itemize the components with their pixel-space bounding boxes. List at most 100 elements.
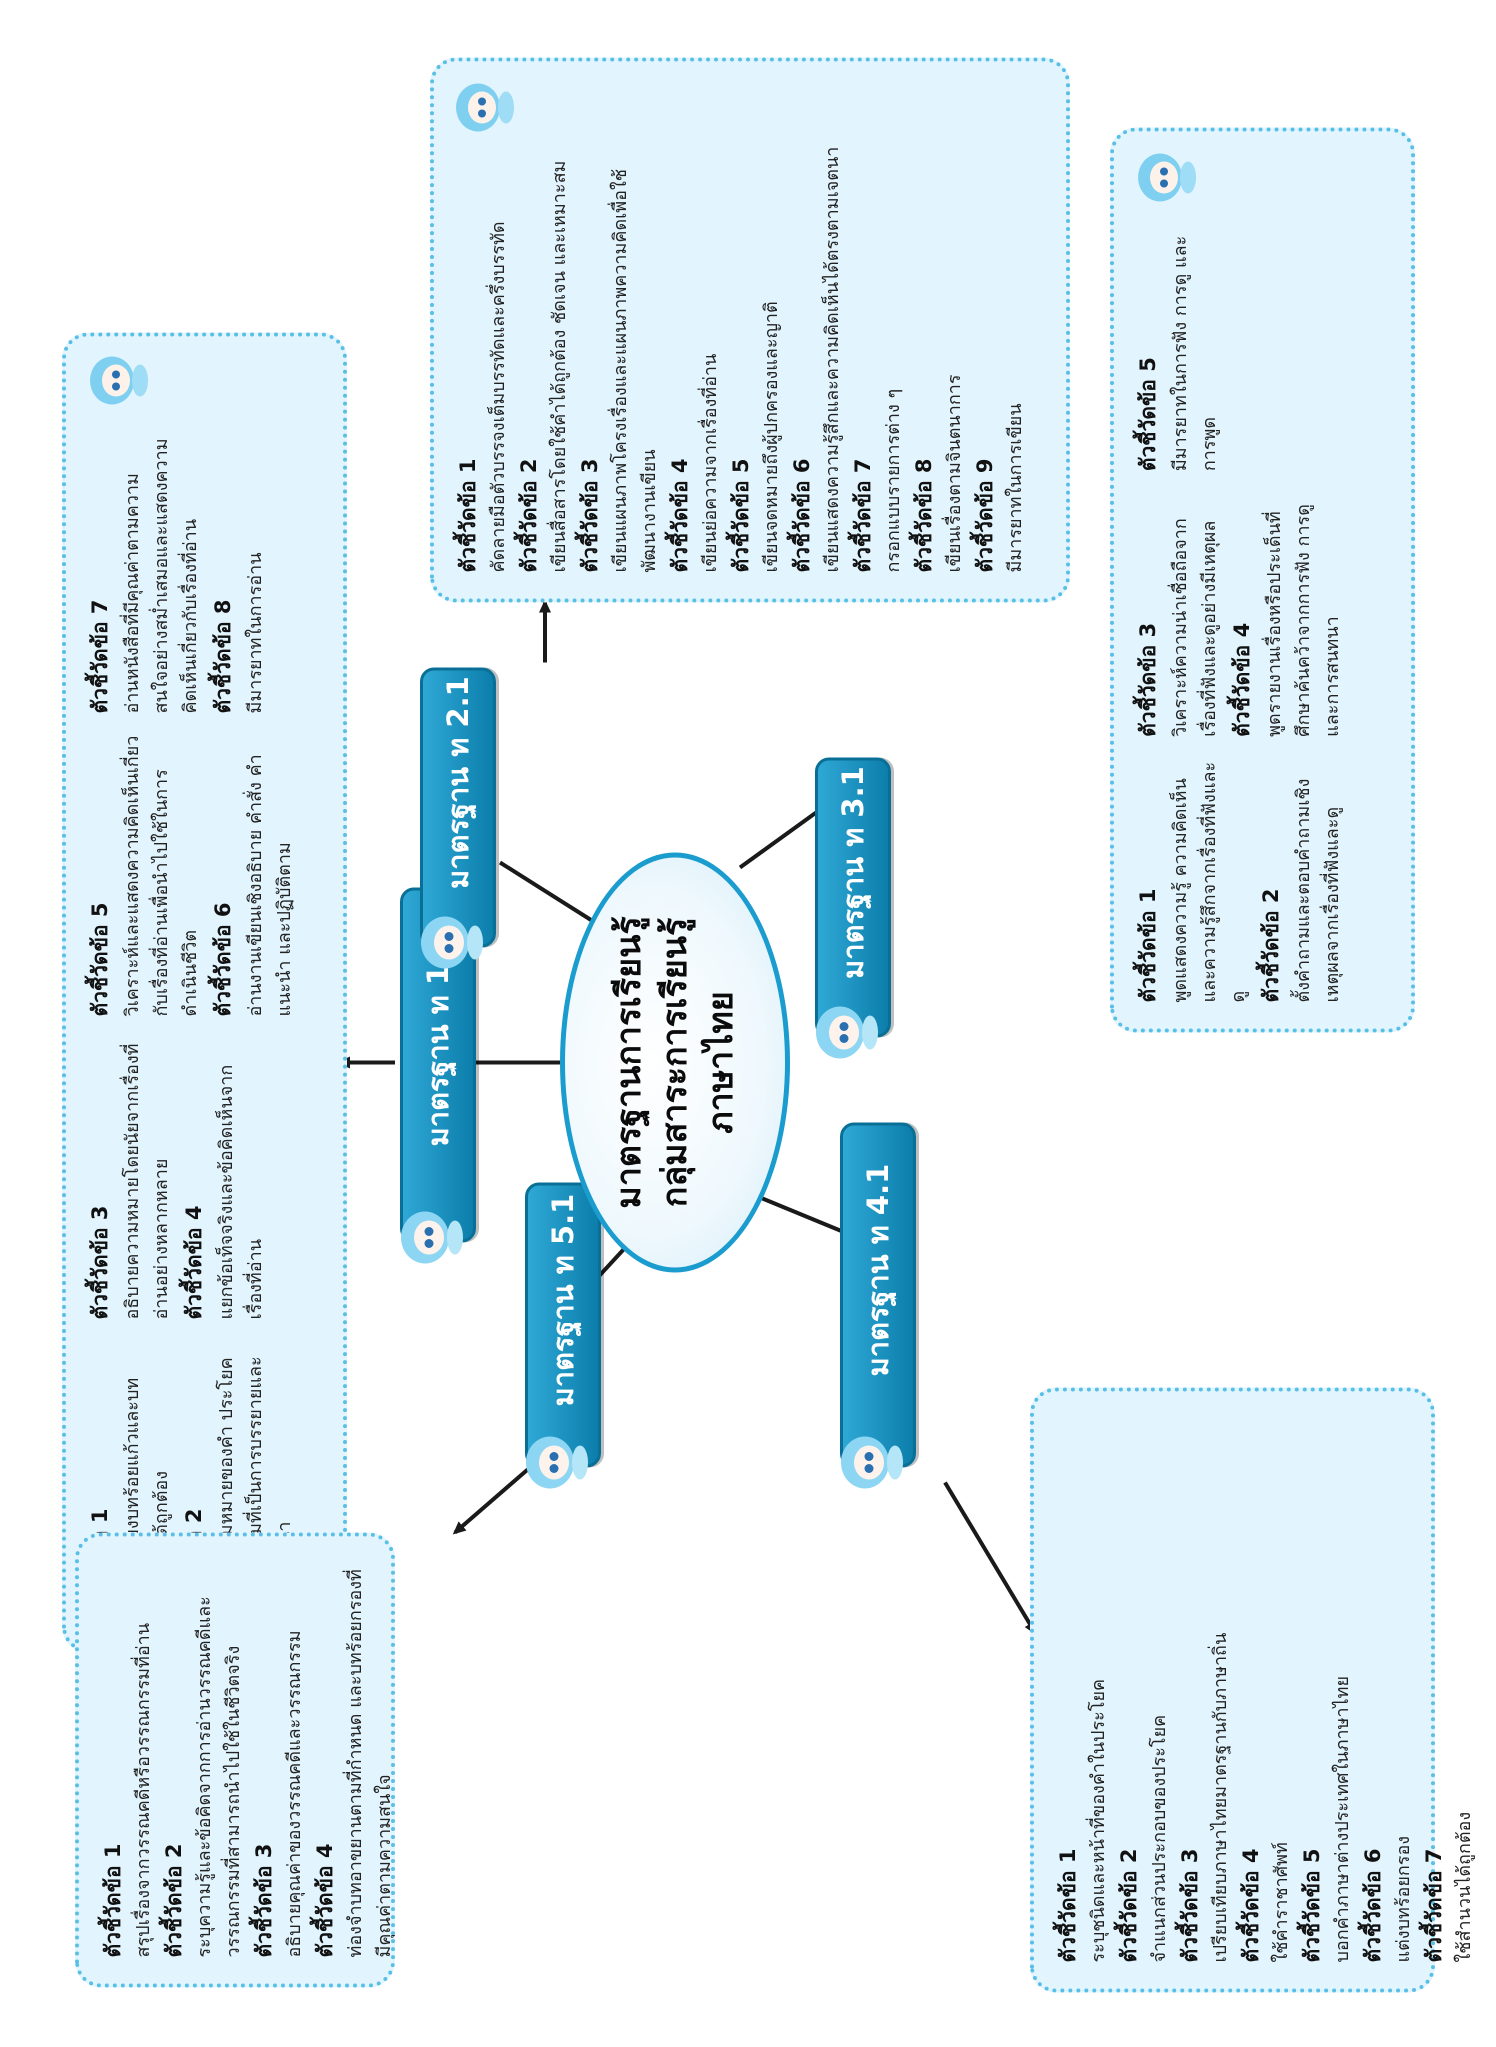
box-3-1-col-2: ตัวชี้วัดข้อ 3 วิเคราะห์ความน่าเชื่อถือจ… xyxy=(1134,493,1391,737)
box-4-1-list: ตัวชี้วัดข้อ 1 ระบุชนิดและหน้าที่ของคำใน… xyxy=(1054,1417,1479,1962)
doll-icon xyxy=(841,1436,903,1488)
box-standard-2-1: ตัวชี้วัดข้อ 1 คัดลายมือตัวบรรจงเต็มบรรท… xyxy=(430,57,1070,602)
indicator-heading: ตัวชี้วัดข้อ 7 xyxy=(88,598,112,713)
indicator-heading: ตัวชี้วัดข้อ 7 xyxy=(1422,1847,1446,1962)
box-3-1-col-1: ตัวชี้วัดข้อ 1 พูดแสดงความรู้ ความคิดเห็… xyxy=(1134,758,1391,1002)
standard-pill-3-1: มาตรฐาน ท 3.1 xyxy=(815,757,891,1058)
indicator-text: จำแนกส่วนประกอบของประโยค xyxy=(1149,1714,1170,1962)
indicator-heading: ตัวชี้วัดข้อ 3 xyxy=(1136,622,1160,737)
line-4-1 xyxy=(759,1195,846,1234)
standard-label: มาตรฐาน ท 2.1 xyxy=(441,675,475,889)
indicator-text: ท่องจำบทอาขยานตามที่กำหนด และบทร้อยกรองท… xyxy=(345,1568,395,1957)
indicator-heading: ตัวชี้วัดข้อ 8 xyxy=(912,457,936,572)
indicator-text: แต่งบทร้อยกรอง xyxy=(1393,1835,1414,1962)
indicator-text: มีมารยาทในการอ่าน xyxy=(245,551,266,713)
standard-pill-5-1: มาตรฐาน ท 5.1 xyxy=(525,1182,601,1488)
doll-icon xyxy=(816,1006,878,1058)
indicator-text: เขียนเรื่องตามจินตนาการ xyxy=(944,373,965,572)
center-title-line-2: กลุ่มสาระการเรียนรู้ xyxy=(655,917,695,1207)
indicator-text: อ่านงานเขียนเชิงอธิบาย คำสั่ง คำแนะนำ แล… xyxy=(245,753,295,1016)
indicator-heading: ตัวชี้วัดข้อ 2 xyxy=(1117,1847,1141,1962)
indicator-text: ระบุชนิดและหน้าที่ของคำในประโยค xyxy=(1088,1678,1109,1962)
indicator-text: ระบุความรู้และข้อคิดจากการอ่านวรรณคดีและ… xyxy=(194,1595,244,1957)
doll-icon xyxy=(421,916,483,968)
doll-icon xyxy=(90,356,148,404)
center-title-line-3: ภาษาไทย xyxy=(701,990,741,1134)
indicator-text: คัดลายมือตัวบรรจงเต็มบรรทัดและครึ่งบรรทั… xyxy=(488,220,509,572)
box-2-1-list: ตัวชี้วัดข้อ 1 คัดลายมือตัวบรรจงเต็มบรรท… xyxy=(454,87,1030,572)
standard-pill-2-1: มาตรฐาน ท 2.1 xyxy=(420,667,496,968)
doll-icon xyxy=(526,1436,588,1488)
standard-label: มาตรฐาน ท 5.1 xyxy=(546,1193,580,1406)
indicator-heading: ตัวชี้วัดข้อ 5 xyxy=(1300,1847,1324,1962)
line-2-1 xyxy=(498,860,597,924)
center-title-line-1: มาตรฐานการเรียนรู้ xyxy=(609,915,649,1209)
arrow-4-1 xyxy=(943,1480,1037,1635)
indicator-text: มีมารยาทในการเขียน xyxy=(1005,402,1026,572)
box-standard-1-1: ตัวชี้วัดข้อ 1 อ่านออกเสียงบทร้อยแก้วและ… xyxy=(62,332,347,1652)
indicator-text: เขียนแผนภาพโครงเรื่องและแผนภาพความคิดเพื… xyxy=(610,168,660,572)
box-1-1-col-4: ตัวชี้วัดข้อ 7 อ่านหนังสือที่มีคุณค่าตาม… xyxy=(86,362,323,713)
box-1-1-col-2: ตัวชี้วัดข้อ 3 อธิบายความหมายโดยนัยจากเร… xyxy=(86,1038,323,1319)
indicator-heading: ตัวชี้วัดข้อ 3 xyxy=(88,1204,112,1319)
indicator-text: เขียนสื่อสารโดยใช้คำได้ถูกต้อง ชัดเจน แล… xyxy=(549,160,570,572)
box-standard-4-1: ตัวชี้วัดข้อ 1 ระบุชนิดและหน้าที่ของคำใน… xyxy=(1030,1387,1475,1992)
indicator-heading: ตัวชี้วัดข้อ 6 xyxy=(211,901,235,1016)
indicator-heading: ตัวชี้วัดข้อ 3 xyxy=(578,457,602,572)
indicator-text: สรุปเรื่องจากวรรณคดีหรือวรรณกรรมที่อ่าน xyxy=(133,1622,154,1957)
box-1-1-col-3: ตัวชี้วัดข้อ 5 วิเคราะห์และแสดงความคิดเห… xyxy=(86,735,323,1016)
indicator-text: เขียนย่อความจากเรื่องที่อ่าน xyxy=(700,353,721,572)
indicator-text: บอกคำภาษาต่างประเทศในภาษาไทย xyxy=(1332,1675,1353,1962)
indicator-heading: ตัวชี้วัดข้อ 7 xyxy=(851,457,875,572)
doll-icon xyxy=(1138,153,1196,201)
indicator-heading: ตัวชี้วัดข้อ 2 xyxy=(162,1842,186,1957)
standard-label: มาตรฐาน ท 3.1 xyxy=(836,765,870,979)
indicator-text: เขียนแสดงความรู้สึกและความคิดเห็นได้ตรงต… xyxy=(822,146,843,572)
indicator-heading: ตัวชี้วัดข้อ 1 xyxy=(456,457,480,572)
standard-pill-1-1: มาตรฐาน ท 1.1 xyxy=(400,887,476,1263)
indicator-heading: ตัวชี้วัดข้อ 2 xyxy=(1259,887,1283,1002)
doll-icon xyxy=(456,83,514,131)
indicator-heading: ตัวชี้วัดข้อ 3 xyxy=(1178,1847,1202,1962)
indicator-text: ตั้งคำถามและตอบคำถามเชิงเหตุผลจากเรื่องท… xyxy=(1293,778,1343,1002)
indicator-heading: ตัวชี้วัดข้อ 1 xyxy=(1136,887,1160,1002)
indicator-heading: ตัวชี้วัดข้อ 4 xyxy=(1239,1847,1263,1962)
standard-pill-4-1: มาตรฐาน ท 4.1 xyxy=(840,1122,916,1488)
indicator-heading: ตัวชี้วัดข้อ 5 xyxy=(729,457,753,572)
indicator-heading: ตัวชี้วัดข้อ 6 xyxy=(1361,1847,1385,1962)
indicator-heading: ตัวชี้วัดข้อ 4 xyxy=(182,1204,206,1319)
indicator-text: ใช้สำนวนได้ถูกต้อง xyxy=(1454,1811,1475,1962)
indicator-text: พูดรายงานเรื่องหรือประเด็นที่ศึกษาค้นคว้… xyxy=(1264,503,1343,737)
indicator-heading: ตัวชี้วัดข้อ 4 xyxy=(668,457,692,572)
indicator-heading: ตัวชี้วัดข้อ 4 xyxy=(313,1842,337,1957)
indicator-heading: ตัวชี้วัดข้อ 6 xyxy=(790,457,814,572)
indicator-text: มีมารยาทในการฟัง การดู และการพูด xyxy=(1170,235,1220,471)
indicator-text: วิเคราะห์ความน่าเชื่อถือจากเรื่องที่ฟังแ… xyxy=(1170,517,1220,737)
indicator-heading: ตัวชี้วัดข้อ 4 xyxy=(1230,622,1254,737)
indicator-text: กรอกแบบรายการต่าง ๆ xyxy=(883,388,904,572)
center-topic: มาตรฐานการเรียนรู้ กลุ่มสาระการเรียนรู้ … xyxy=(560,852,790,1272)
indicator-text: เขียนจดหมายถึงผู้ปกครองและญาติ xyxy=(761,300,782,572)
box-5-1-list: ตัวชี้วัดข้อ 1 สรุปเรื่องจากวรรณคดีหรือว… xyxy=(99,1562,399,1957)
indicator-heading: ตัวชี้วัดข้อ 5 xyxy=(88,901,112,1016)
indicator-heading: ตัวชี้วัดข้อ 8 xyxy=(211,598,235,713)
box-standard-3-1: ตัวชี้วัดข้อ 1 พูดแสดงความรู้ ความคิดเห็… xyxy=(1110,127,1415,1032)
indicator-heading: ตัวชี้วัดข้อ 5 xyxy=(1136,356,1160,471)
indicator-text: วิเคราะห์และแสดงความคิดเห็นเกี่ยวกับเรื่… xyxy=(122,735,201,1016)
indicator-heading: ตัวชี้วัดข้อ 3 xyxy=(252,1842,276,1957)
indicator-text: ใช้คำราชาศัพท์ xyxy=(1271,1841,1292,1962)
indicator-heading: ตัวชี้วัดข้อ 1 xyxy=(1056,1847,1080,1962)
indicator-heading: ตัวชี้วัดข้อ 9 xyxy=(973,457,997,572)
box-standard-5-1: ตัวชี้วัดข้อ 1 สรุปเรื่องจากวรรณคดีหรือว… xyxy=(75,1532,395,1987)
arrow-5-1 xyxy=(452,1465,532,1534)
indicator-heading: ตัวชี้วัดข้อ 1 xyxy=(101,1842,125,1957)
indicator-text: อธิบายคุณค่าของวรรณคดีและวรรณกรรม xyxy=(284,1629,305,1957)
standard-label: มาตรฐาน ท 4.1 xyxy=(861,1163,895,1376)
indicator-heading: ตัวชี้วัดข้อ 2 xyxy=(517,457,541,572)
indicator-text: อธิบายความหมายโดยนัยจากเรื่องที่อ่านอย่า… xyxy=(122,1043,172,1319)
doll-icon xyxy=(401,1211,463,1263)
indicator-text: อ่านหนังสือที่มีคุณค่าตามความสนใจอย่างสม… xyxy=(122,437,201,713)
indicator-text: พูดแสดงความรู้ ความคิดเห็น และความรู้สึก… xyxy=(1170,761,1249,1002)
